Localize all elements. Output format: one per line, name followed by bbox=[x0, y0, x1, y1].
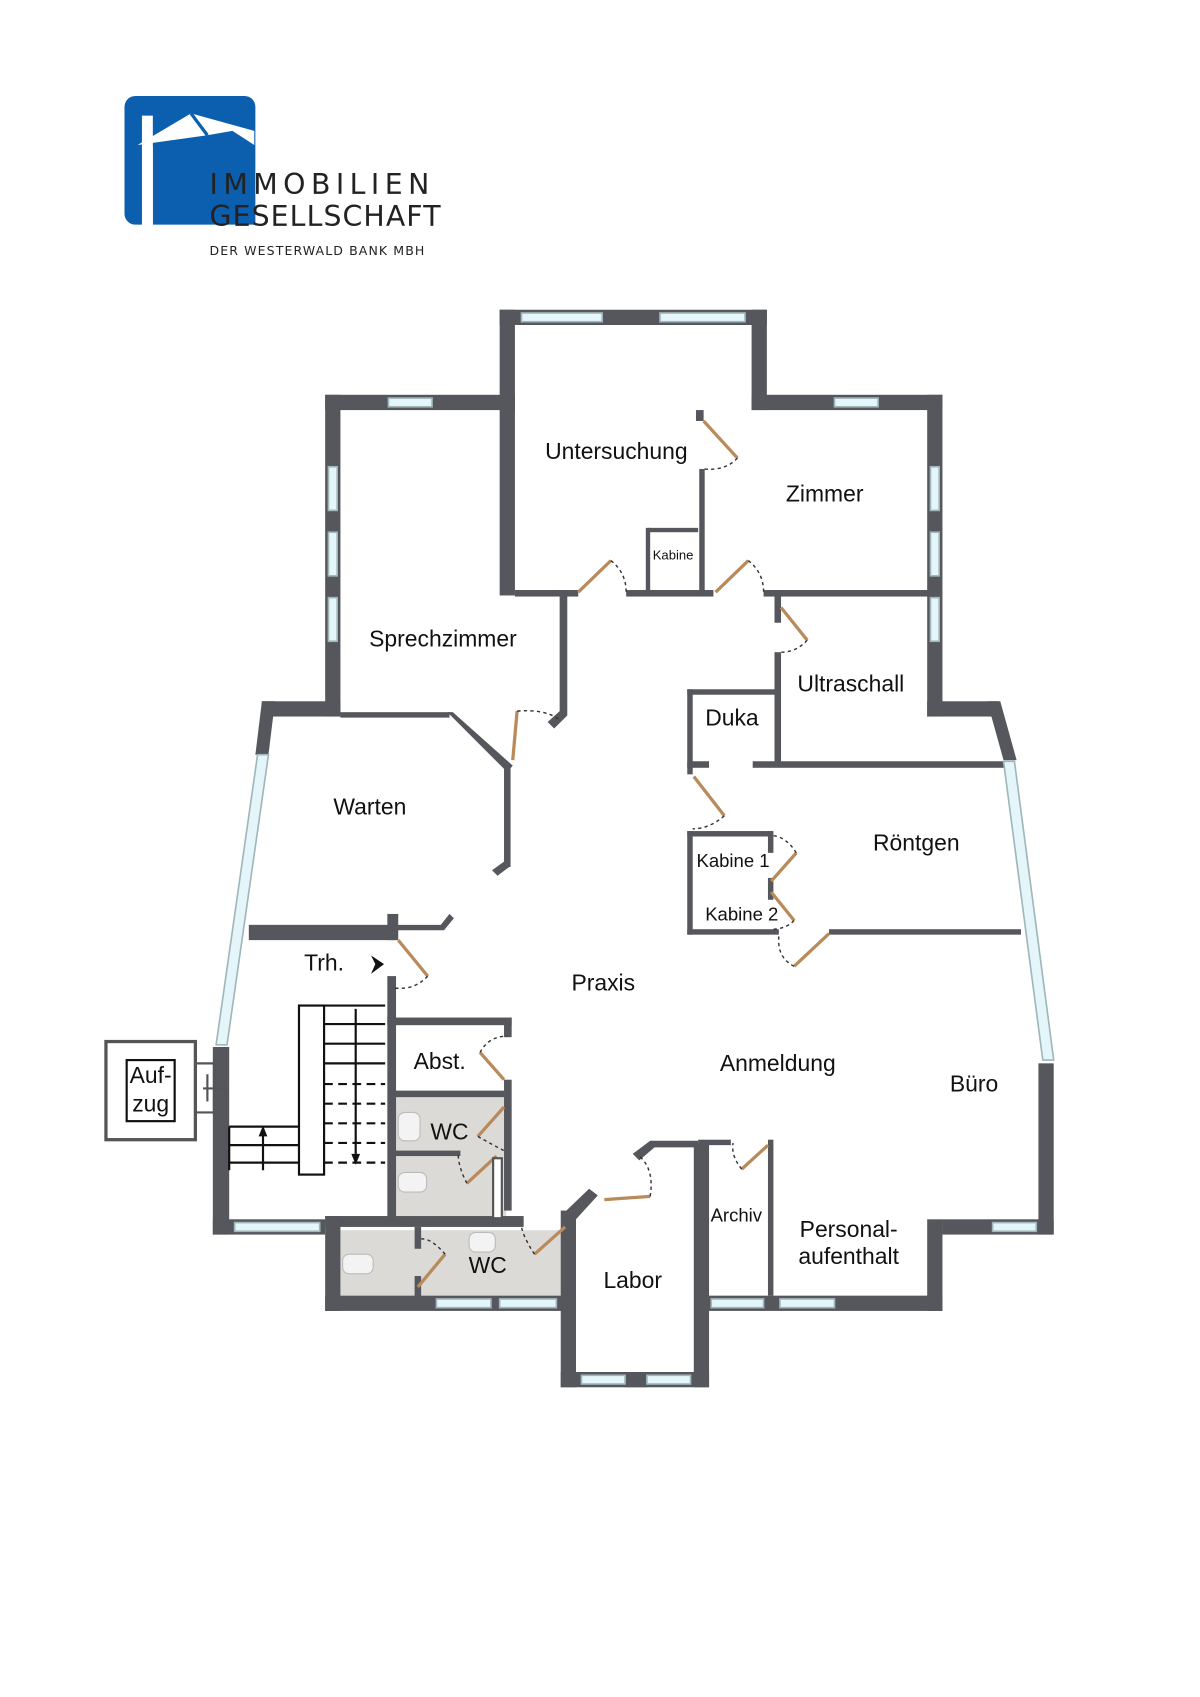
label-untersuchung: Untersuchung bbox=[545, 438, 688, 464]
logo-line-1: IMMOBILIEN bbox=[210, 168, 435, 201]
staircase bbox=[228, 955, 386, 1176]
label-duka: Duka bbox=[705, 704, 759, 730]
stair-down-arrow-icon bbox=[351, 1153, 361, 1165]
stair-up-arrow-icon bbox=[258, 1125, 268, 1137]
label-abstellraum: Abst. bbox=[414, 1048, 466, 1074]
toilet-icon bbox=[342, 1253, 374, 1275]
logo-line-3: DER WESTERWALD BANK MBH bbox=[210, 243, 426, 258]
elevator bbox=[104, 1039, 228, 1142]
label-kabine-2: Kabine 2 bbox=[705, 903, 778, 924]
label-aufzug-1: Auf- bbox=[130, 1062, 172, 1088]
logo-roof-icon bbox=[137, 113, 255, 146]
label-wc-2: WC bbox=[469, 1252, 507, 1278]
sink-icon bbox=[468, 1231, 496, 1253]
label-kabine-1: Kabine 1 bbox=[696, 850, 769, 871]
label-ultraschall: Ultraschall bbox=[797, 670, 904, 696]
label-praxis: Praxis bbox=[571, 969, 635, 995]
windows bbox=[215, 312, 1055, 1385]
label-personal-1: Personal- bbox=[800, 1216, 898, 1242]
label-anmeldung: Anmeldung bbox=[720, 1050, 836, 1076]
label-roentgen: Röntgen bbox=[873, 830, 960, 856]
label-zimmer: Zimmer bbox=[786, 481, 864, 507]
toilet-icon bbox=[397, 1171, 428, 1193]
sink-icon bbox=[397, 1111, 421, 1142]
label-archiv: Archiv bbox=[711, 1204, 763, 1225]
label-warten: Warten bbox=[333, 794, 406, 820]
label-aufzug-2: zug bbox=[132, 1090, 169, 1116]
room-labels: Untersuchung Kabine Zimmer Sprechzimmer … bbox=[130, 438, 999, 1293]
label-buero: Büro bbox=[950, 1071, 998, 1097]
doors bbox=[394, 419, 831, 1288]
label-labor: Labor bbox=[603, 1267, 662, 1293]
label-sprechzimmer: Sprechzimmer bbox=[369, 626, 517, 652]
label-personal-2: aufenthalt bbox=[798, 1243, 899, 1269]
company-logo: IMMOBILIEN GESELLSCHAFT DER WESTERWALD B… bbox=[124, 95, 442, 258]
logo-line-2: GESELLSCHAFT bbox=[210, 200, 442, 233]
label-kabine: Kabine bbox=[653, 547, 694, 562]
label-treppenhaus: Trh. bbox=[304, 950, 344, 976]
label-wc-1: WC bbox=[430, 1119, 468, 1145]
sanitary-fixtures bbox=[342, 1111, 503, 1275]
direction-arrow-icon bbox=[370, 955, 385, 974]
